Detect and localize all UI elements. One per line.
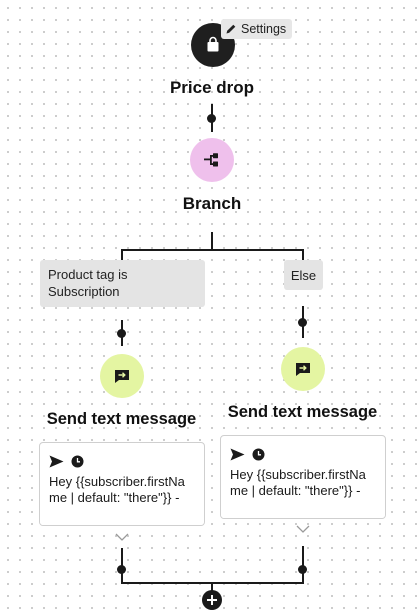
connector-dot	[298, 565, 307, 574]
sms-icon	[115, 369, 129, 383]
connector-dot	[117, 329, 126, 338]
connector-right-down	[302, 249, 304, 261]
clock-icon	[252, 448, 265, 460]
connector-branch-horizontal	[121, 249, 304, 251]
plus-icon	[207, 595, 217, 605]
connector-dot	[207, 114, 216, 123]
chevron-down-icon[interactable]	[115, 533, 129, 541]
message-card-right[interactable]: Hey {{subscriber.firstName | default: "t…	[220, 435, 386, 519]
sms-node-left[interactable]	[100, 354, 144, 398]
message-preview: Hey {{subscriber.firstName | default: "t…	[49, 474, 185, 505]
action-title-left: Send text message	[46, 410, 197, 428]
send-icon	[230, 448, 245, 460]
branch-node[interactable]	[190, 138, 234, 182]
connector-merge-down	[211, 582, 213, 592]
clock-icon	[71, 455, 84, 467]
preview-fade	[40, 503, 204, 525]
condition-label-product-tag[interactable]: Product tag is Subscription	[40, 260, 205, 307]
pencil-icon	[226, 24, 236, 34]
preview-fade	[221, 496, 385, 518]
connector-left-down	[121, 249, 123, 261]
settings-button[interactable]: Settings	[221, 19, 293, 39]
settings-label: Settings	[241, 22, 287, 36]
condition-text: Product tag is Subscription	[48, 267, 128, 299]
condition-text: Else	[290, 268, 317, 283]
sms-node-right[interactable]	[281, 347, 325, 391]
message-preview: Hey {{subscriber.firstName | default: "t…	[230, 467, 366, 498]
shopping-bag-icon	[207, 36, 219, 52]
condition-label-else[interactable]: Else	[284, 260, 323, 290]
branch-icon	[204, 153, 218, 167]
connector-branch-split	[211, 232, 213, 250]
sms-icon	[296, 362, 310, 376]
add-step-button[interactable]	[202, 590, 222, 610]
action-title-right: Send text message	[227, 403, 378, 421]
chevron-down-icon[interactable]	[296, 525, 310, 533]
message-card-left[interactable]: Hey {{subscriber.firstName | default: "t…	[39, 442, 205, 526]
branch-title: Branch	[182, 194, 242, 213]
trigger-title: Price drop	[169, 78, 255, 97]
connector-dot	[117, 565, 126, 574]
send-icon	[49, 455, 64, 467]
connector-dot	[298, 318, 307, 327]
